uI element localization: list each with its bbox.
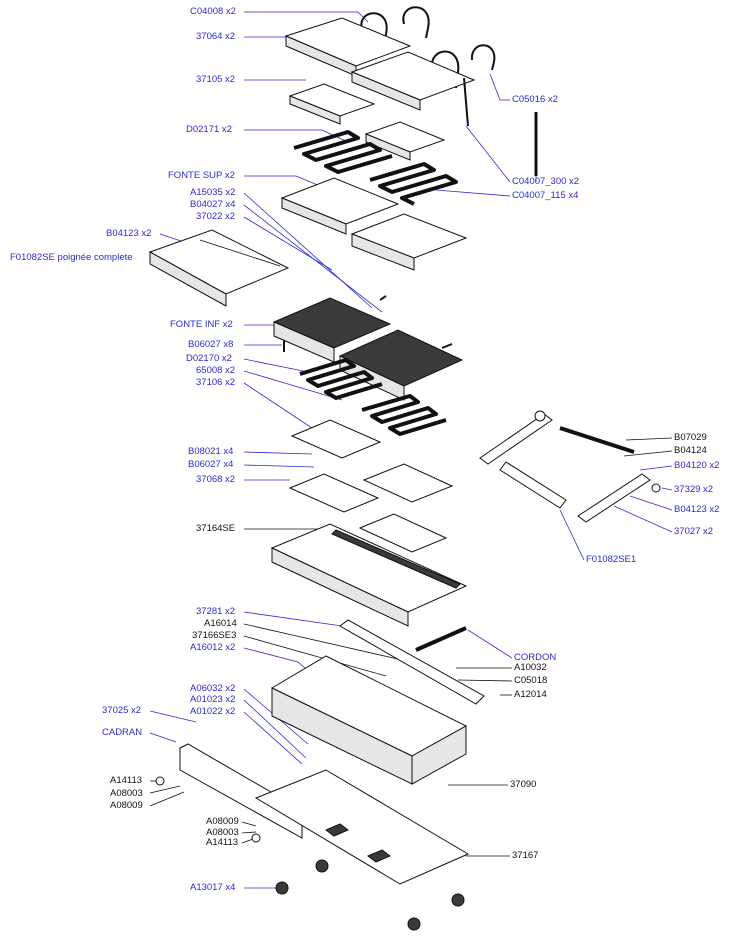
label-a01022: A01022 x2: [190, 706, 236, 717]
label-37329: 37329 x2: [674, 484, 714, 495]
label-b07029: B07029: [674, 432, 707, 443]
label-37166se3: 37166SE3: [192, 630, 237, 641]
label-a15035: A15035 x2: [190, 187, 236, 198]
handle-side-right: [479, 410, 661, 523]
label-f01082se1: F01082SE1: [586, 554, 637, 565]
label-d02170: D02170 x2: [186, 353, 232, 364]
bracket-37105: [288, 83, 446, 161]
reflector-37106: [290, 419, 454, 503]
label-b04120: B04120 x2: [674, 460, 720, 471]
label-b04123-left: B04123 x2: [106, 228, 152, 239]
label-a01023: A01023 x2: [190, 694, 236, 705]
label-a14113-b: A14113: [206, 837, 239, 848]
label-d02171: D02171 x2: [186, 124, 232, 135]
label-c05016: C05016 x2: [512, 94, 558, 105]
label-a08003-b: A08003: [206, 827, 239, 838]
knobs: [155, 776, 261, 843]
label-b04124: B04124: [674, 445, 707, 456]
label-a08009-b: A08009: [206, 816, 239, 827]
label-cordon: CORDON: [514, 652, 557, 663]
label-a10032: A10032: [514, 662, 547, 673]
label-c05018: C05018: [514, 675, 548, 686]
top-cover-37064: [284, 17, 476, 111]
label-37164se: 37164SE: [196, 523, 236, 534]
feet-a13017: [275, 859, 465, 931]
label-b06027-x8: B06027 x8: [188, 339, 234, 350]
label-65008: 65008 x2: [196, 365, 236, 376]
base-box-37166se3: [270, 655, 468, 785]
label-a14113-a: A14113: [110, 775, 143, 786]
label-fonte-inf: FONTE INF x2: [170, 319, 233, 330]
label-fonte-sup: FONTE SUP x2: [168, 170, 235, 181]
label-a12014: A12014: [514, 689, 547, 700]
label-b06027-x4: B06027 x4: [188, 459, 234, 470]
side-strip-37281: [339, 619, 485, 705]
label-b04123-right: B04123 x2: [674, 504, 720, 515]
label-37025: 37025 x2: [102, 705, 142, 716]
heating-element-d02171: [293, 130, 458, 206]
label-f01082se: F01082SE poignée complete: [10, 252, 133, 263]
handle-f01082se: [148, 229, 290, 307]
label-37106: 37106 x2: [196, 377, 236, 388]
label-a16012: A16012 x2: [190, 642, 236, 653]
bottom-plate-37167: [254, 769, 470, 885]
label-cadran: CADRAN: [102, 727, 143, 738]
label-c04008: C04008 x2: [190, 6, 236, 17]
label-c04007-115: C04007_115 x4: [512, 190, 579, 201]
label-a08003-a: A08003: [110, 788, 143, 799]
label-37105: 37105 x2: [196, 74, 236, 85]
label-37090: 37090: [510, 779, 537, 790]
label-37064: 37064 x2: [196, 31, 236, 42]
label-37022: 37022 x2: [196, 211, 236, 222]
label-37281: 37281 x2: [196, 606, 236, 617]
label-c04007-300: C04007_300 x2: [512, 176, 580, 187]
label-a16014: A16014: [204, 618, 237, 629]
upper-plate-fonte-sup: [280, 177, 468, 271]
label-b04027: B04027 x4: [190, 199, 236, 210]
plate-37068: [288, 473, 448, 553]
lower-plate-fonte-inf: [272, 297, 464, 401]
label-b08021: B08021 x4: [188, 446, 234, 457]
label-37068: 37068 x2: [196, 474, 236, 485]
heating-element-d02170: [299, 358, 447, 436]
label-a08009-a: A08009: [110, 800, 143, 811]
label-37027: 37027 x2: [674, 526, 714, 537]
label-a13017: A13017 x4: [190, 882, 236, 893]
small-pins-b06027: [283, 295, 453, 352]
tray-37164se: [270, 523, 468, 627]
cord: [415, 626, 467, 652]
rods-c04007: [463, 77, 538, 176]
label-a06032: A06032 x2: [190, 683, 236, 694]
label-37167: 37167: [512, 850, 539, 861]
